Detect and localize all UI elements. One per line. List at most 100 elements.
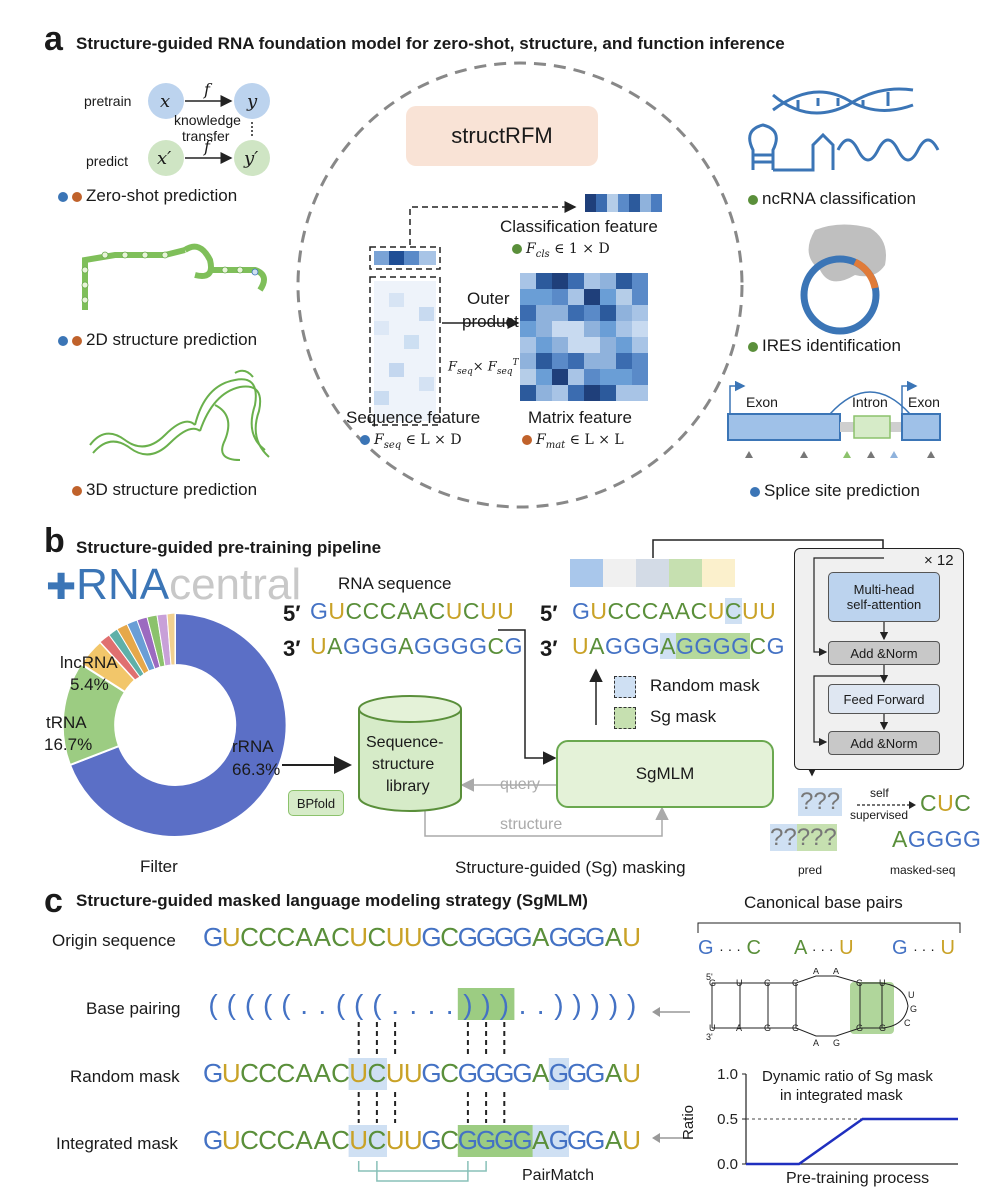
nucleotide: G — [450, 633, 470, 659]
product-label: product — [462, 312, 519, 331]
3d-structure-text: 3D structure prediction — [86, 480, 258, 499]
matrix-cell — [616, 353, 632, 369]
library-label-1: Sequence- — [366, 734, 444, 751]
dot-bracket-char: . — [428, 989, 436, 1020]
orange-dot — [72, 191, 82, 202]
exon-label-1: Exon — [746, 394, 778, 410]
nucleotide: C — [277, 1058, 296, 1088]
random-mask-label: Random mask — [70, 1067, 180, 1086]
dot-bracket-char: . — [519, 989, 527, 1020]
nucleotide: G — [567, 1058, 587, 1088]
matrix-cell — [600, 289, 616, 305]
pipeline-arrows — [282, 539, 890, 837]
pair-gu: G · · · U — [892, 937, 955, 960]
matrix-cell — [584, 353, 600, 369]
dot-bracket-char: ) — [481, 989, 490, 1020]
svg-text:A: A — [736, 1023, 742, 1033]
matrix-cell — [536, 305, 552, 321]
cls-sub: cls — [535, 248, 550, 260]
input-seq-5: GUCCCAACUCUU — [310, 598, 514, 625]
seq3-prime-label: 3′ — [283, 636, 301, 661]
nucleotide: G — [567, 922, 587, 952]
matrix-cell — [632, 369, 648, 385]
chart-title-2: in integrated mask — [780, 1087, 903, 1104]
seq5-prime-label: 5′ — [283, 601, 301, 626]
matrix-cell — [520, 305, 536, 321]
target-cuc: CUC — [920, 790, 971, 817]
matrix-cell — [616, 289, 632, 305]
pred-q5-light: ????? — [770, 824, 837, 852]
splice-site-label: Splice site prediction — [750, 481, 920, 501]
nucleotide: C — [277, 1125, 296, 1155]
dot-bracket-char: . — [318, 989, 326, 1020]
cls-formula: Fcls ∈ 1 × D — [512, 240, 610, 260]
nucleotide: A — [398, 633, 414, 659]
matrix-cell — [520, 273, 536, 289]
embedding-token-bar — [570, 559, 735, 587]
svg-text:C: C — [856, 978, 863, 988]
matrix-cell — [600, 321, 616, 337]
nucleotide: C — [258, 1125, 277, 1155]
nucleotide: A — [295, 1125, 313, 1155]
nucleotide: U — [222, 1058, 241, 1088]
nucleotide: C — [258, 1058, 277, 1088]
dot-bracket-char: ) — [591, 989, 600, 1020]
masked-seq-3: UAGGGAGGGGCG — [572, 633, 785, 660]
pred-q3: ??? — [798, 788, 843, 816]
nucleotide: A — [605, 922, 623, 952]
bpfold-label: BPfold — [296, 795, 336, 811]
ratio-series-line — [746, 1117, 958, 1166]
nucleotide: A — [532, 1125, 550, 1155]
nucleotide: A — [589, 633, 605, 659]
nucleotide: C — [368, 1058, 387, 1088]
panel-b-title: Structure-guided pre-training pipeline — [76, 538, 382, 557]
matrix-cell — [552, 353, 568, 369]
nucleotide: G — [203, 922, 223, 952]
matrix-cell — [632, 273, 648, 289]
matrix-cell — [584, 369, 600, 385]
y-tick-label: 1.0 — [717, 1066, 738, 1083]
nucleotide: G — [469, 633, 488, 659]
dot-bracket-char: ( — [227, 989, 237, 1020]
nucleotide: U — [222, 1125, 241, 1155]
pair-u3: U — [940, 937, 955, 959]
random-mask-highlight — [530, 1125, 569, 1157]
svg-text:A: A — [813, 1038, 819, 1048]
matrix-cell — [552, 289, 568, 305]
mha-label-2: self-attention — [846, 597, 922, 612]
nucleotide: U — [404, 1058, 423, 1088]
nucleotide: C — [331, 1058, 350, 1088]
nucleotide: G — [421, 922, 441, 952]
nucleotide: C — [641, 598, 659, 624]
svg-text:5': 5' — [706, 972, 713, 982]
panel-a-title: Structure-guided RNA foundation model fo… — [76, 34, 785, 53]
matrix-cell — [536, 273, 552, 289]
nucleotide: G — [549, 1058, 569, 1088]
2d-structure-text: 2D structure prediction — [86, 330, 258, 349]
outer-times: × — [472, 359, 484, 375]
predict-label: predict — [86, 153, 129, 169]
pairmatch-bracket — [357, 1161, 487, 1172]
nucleotide: C — [920, 790, 938, 816]
self-supervised-arrow — [857, 801, 916, 809]
nucleotide: G — [413, 633, 433, 659]
transformer-arrows — [813, 557, 889, 747]
structrfm-label: structRFM — [451, 123, 553, 148]
filter-label: Filter — [140, 857, 178, 876]
random-mask-highlight — [348, 1058, 387, 1090]
lncrna-label: lncRNA — [60, 653, 118, 672]
canonical-pairs-label: Canonical base pairs — [744, 893, 903, 912]
add-norm-box-2: Add &Norm — [828, 731, 940, 755]
blue-dot — [750, 486, 760, 497]
nucleotide: U — [622, 1125, 641, 1155]
matrix-cell — [584, 321, 600, 337]
matrix-cell — [616, 337, 632, 353]
structrfm-model-box: structRFM — [406, 106, 598, 166]
pred-label: pred — [798, 863, 823, 877]
library-label-3: library — [386, 778, 430, 795]
pair-dots-2: · · · — [811, 941, 834, 957]
matrix-cell — [584, 305, 600, 321]
nucleotide: C — [368, 1125, 387, 1155]
add-norm-box-1: Add &Norm — [828, 641, 940, 665]
